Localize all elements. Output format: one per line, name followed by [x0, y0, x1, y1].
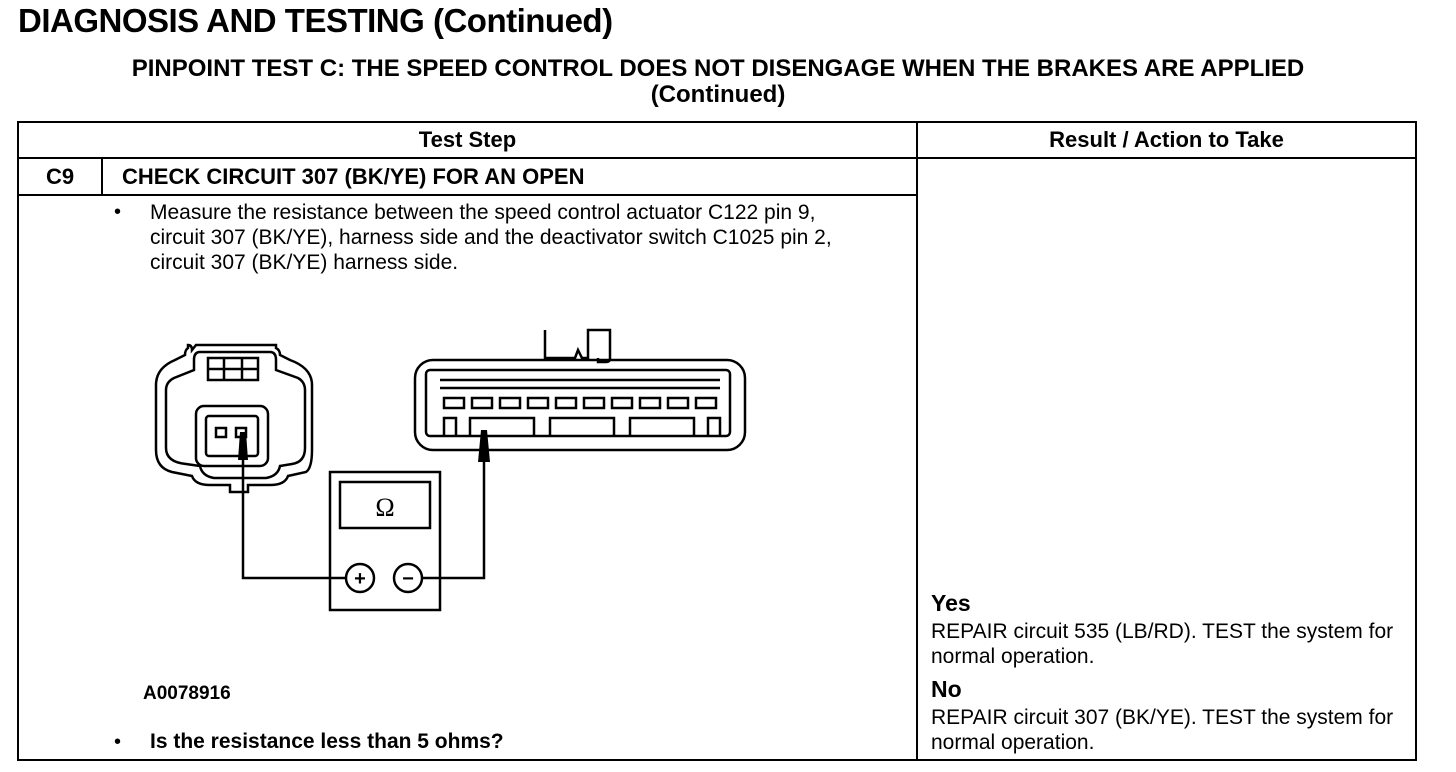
step-title-divider	[19, 194, 916, 196]
step-question: Is the resistance less than 5 ohms?	[150, 730, 504, 753]
question-bullet: •	[114, 731, 122, 753]
result-yes-action: REPAIR circuit 535 (LB/RD). TEST the sys…	[931, 620, 1394, 668]
plus-terminal-label: +	[354, 568, 366, 590]
result-no-label: No	[931, 676, 962, 702]
header-test-step: Test Step	[418, 127, 517, 152]
pinpoint-test-title: PINPOINT TEST C: THE SPEED CONTROL DOES …	[0, 56, 1436, 108]
step-title: CHECK CIRCUIT 307 (BK/YE) FOR AN OPEN	[122, 164, 585, 189]
positive-probe-tip	[238, 432, 248, 460]
ohm-symbol: Ω	[375, 493, 394, 522]
instruction-bullet: •	[114, 201, 122, 223]
negative-probe-tip	[478, 430, 490, 462]
step-id-divider	[101, 157, 103, 195]
step-instruction: Measure the resistance between the speed…	[150, 201, 832, 274]
header-divider	[19, 157, 1415, 159]
test-title-line1: PINPOINT TEST C: THE SPEED CONTROL DOES …	[131, 55, 1305, 82]
step-id: C9	[45, 164, 75, 189]
pinpoint-test-table: Test Step Result / Action to Take C9 CHE…	[17, 121, 1417, 761]
page-title: DIAGNOSIS AND TESTING (Continued)	[18, 2, 613, 39]
connector-meter-diagram: Ω + −	[154, 328, 747, 612]
figure-id: A0078916	[143, 683, 231, 704]
negative-test-lead	[422, 445, 486, 580]
test-title-line2: (Continued)	[650, 81, 786, 108]
ohmmeter-icon	[328, 470, 442, 612]
positive-test-lead	[241, 452, 346, 580]
result-yes-label: Yes	[931, 590, 971, 616]
column-divider	[916, 123, 918, 759]
minus-terminal-label: −	[402, 568, 414, 590]
result-no-action: REPAIR circuit 307 (BK/YE). TEST the sys…	[931, 706, 1394, 754]
header-result-action: Result / Action to Take	[1049, 127, 1284, 152]
deactivator-switch-connector-icon	[154, 343, 314, 494]
speed-control-actuator-connector-icon	[413, 328, 747, 452]
